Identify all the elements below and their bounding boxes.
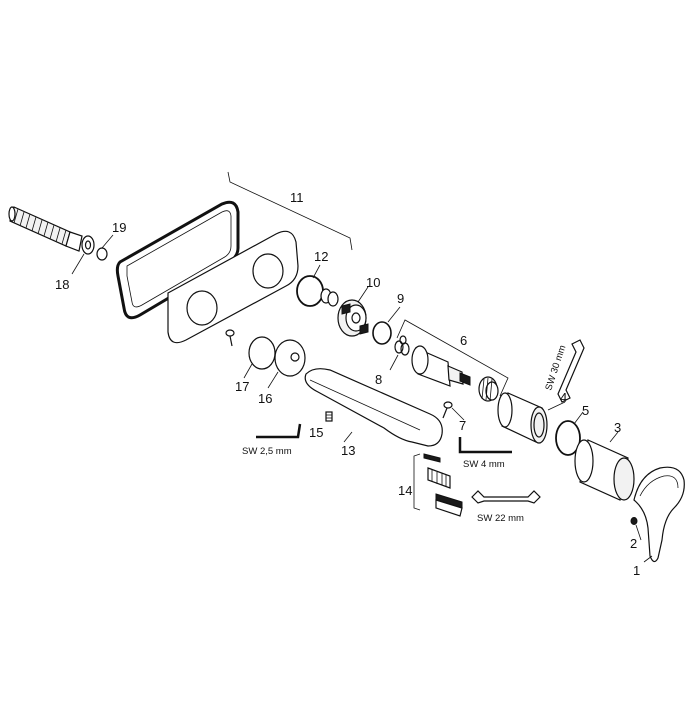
part-9-o-ring [372, 321, 392, 345]
callout-1: 1 [633, 563, 640, 578]
part-8-small-rings [394, 335, 410, 356]
part-7-screw [442, 401, 453, 419]
part-10-diverter [337, 299, 369, 337]
part-17-screw [225, 329, 235, 347]
part-2-set-screw [630, 517, 638, 525]
part-4-sleeve [497, 392, 548, 444]
part-16-flange-disc [274, 339, 306, 377]
wrench-30mm-icon [557, 339, 585, 403]
tool-label-sw-2-5: SW 2,5 mm [242, 446, 292, 457]
part-15-small-screw [325, 411, 333, 422]
callout-9: 9 [397, 291, 404, 306]
part-6-cartridge [411, 345, 499, 402]
callout-2: 2 [630, 536, 637, 551]
callout-12: 12 [314, 249, 328, 264]
callout-13: 13 [341, 443, 355, 458]
callout-11: 11 [290, 190, 304, 205]
callout-4: 4 [560, 390, 567, 405]
callout-10: 10 [366, 275, 380, 290]
callout-18: 18 [55, 277, 69, 292]
part-19-washer [96, 247, 108, 261]
callout-16: 16 [258, 391, 272, 406]
part-1-handle-lever [633, 466, 685, 563]
callout-19: 19 [112, 220, 126, 235]
part-13-spout [304, 368, 443, 447]
part-12-o-rings [296, 275, 339, 307]
tool-label-sw-22: SW 22 mm [477, 513, 524, 524]
callout-7: 7 [459, 418, 466, 433]
part-11-bracket [227, 171, 353, 251]
part-11-cover-plate [167, 230, 299, 344]
hex-key-4mm-icon [458, 437, 512, 454]
hex-key-2-5mm-icon [256, 423, 302, 439]
callout-8: 8 [375, 372, 382, 387]
callout-6: 6 [460, 333, 467, 348]
wrench-22mm-icon [471, 490, 541, 504]
callout-3: 3 [614, 420, 621, 435]
tool-label-sw-4: SW 4 mm [463, 459, 505, 470]
part-3-cover-sleeve [574, 439, 635, 501]
part-18-flexible-hose [8, 206, 95, 255]
callout-15: 15 [309, 425, 323, 440]
part-5-o-ring [555, 420, 581, 456]
callout-17: 17 [235, 379, 249, 394]
part-6-bracket [396, 319, 509, 397]
leader-lines [71, 234, 653, 563]
part-17-o-ring [248, 336, 276, 370]
part-14-aerator-set [423, 453, 463, 517]
callout-14: 14 [398, 483, 412, 498]
callout-5: 5 [582, 403, 589, 418]
